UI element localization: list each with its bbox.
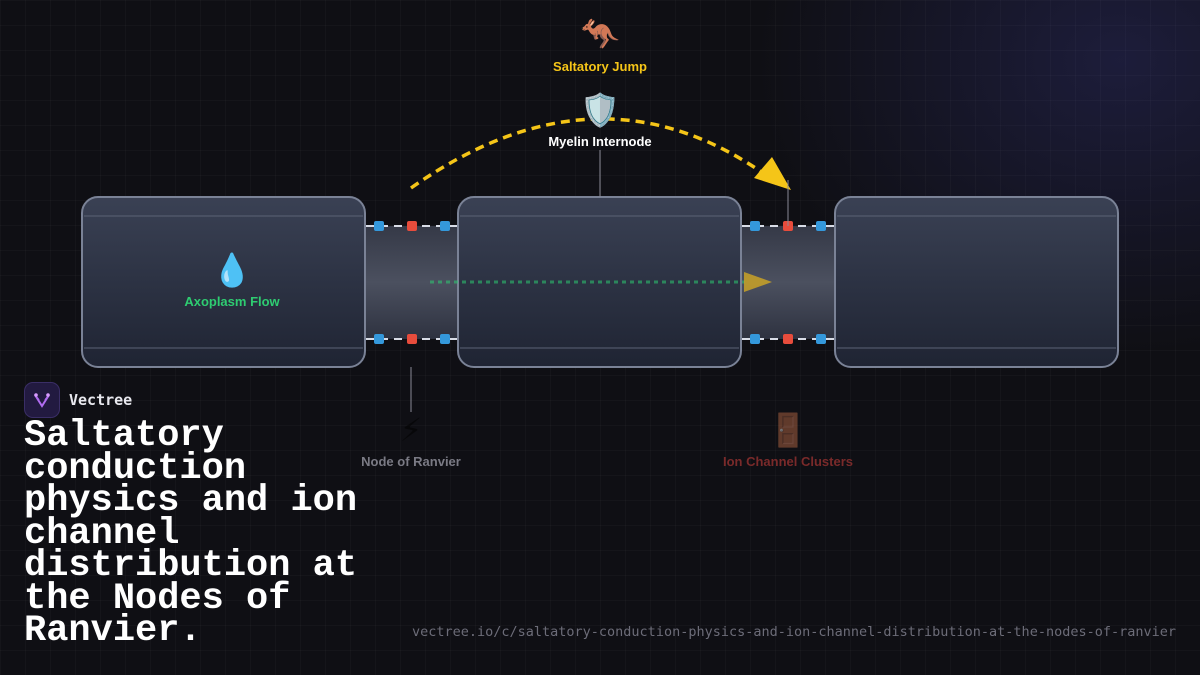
shield-icon: 🛡️: [580, 91, 620, 129]
node-segment-left: [364, 226, 460, 339]
lightning-icon: ⚡: [399, 411, 423, 449]
brand-name: Vectree: [69, 391, 133, 409]
ion-channels-node-2: [750, 221, 826, 344]
droplet-icon: 💧: [212, 251, 252, 289]
node-of-ranvier-label: Node of Ranvier: [361, 454, 461, 469]
axoplasm-flow-arrow: [430, 272, 772, 292]
door-icon: 🚪: [768, 411, 808, 449]
footer-url[interactable]: vectree.io/c/saltatory-conduction-physic…: [411, 624, 1176, 640]
saltatory-jump-label: Saltatory Jump: [553, 59, 647, 74]
myelin-sheath-3: [834, 196, 1119, 368]
brand: Vectree: [24, 382, 132, 418]
saltatory-jump-arc: [409, 117, 791, 190]
leader-lines: [410, 150, 789, 412]
kangaroo-icon: 🦘: [580, 15, 620, 53]
ion-channel-clusters-label: Ion Channel Clusters: [722, 454, 854, 469]
page-title: Saltatory conduction physics and ion cha…: [24, 415, 358, 652]
axoplasm-flow-label: Axoplasm Flow: [184, 294, 280, 309]
myelin-sheath-1: [81, 196, 366, 368]
ion-channels-node-1: [374, 221, 450, 344]
vectree-logo-icon: [24, 382, 60, 418]
myelin-internode-label: Myelin Internode: [548, 134, 652, 149]
